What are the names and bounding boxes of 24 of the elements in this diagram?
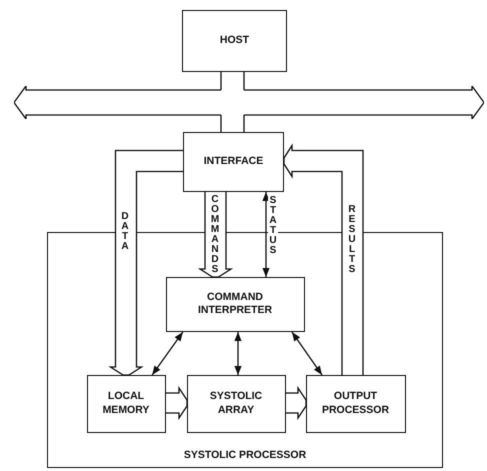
process-box (186, 374, 286, 432)
arrow (152, 332, 184, 376)
wide-connector (220, 72, 245, 90)
edge-label: STATUS (268, 196, 278, 256)
container-box (47, 232, 443, 468)
process-box (182, 10, 287, 72)
process-box (166, 276, 304, 332)
box-label: OUTPUT PROCESSOR (320, 390, 390, 417)
arrow (291, 332, 323, 376)
arrow (234, 332, 242, 375)
process-box (86, 374, 166, 432)
edge-label: DATA (120, 212, 130, 252)
box-label: COMMAND INTERPRETER (196, 290, 274, 318)
edge-label: RESULTS (347, 205, 357, 275)
box-label: LOCAL MEMORY (102, 390, 150, 417)
box-label: HOST (220, 34, 250, 48)
box-label: SYSTOLIC PROCESSOR (182, 449, 308, 461)
arrow (262, 192, 270, 277)
process-box (306, 374, 406, 432)
wide-connector (220, 115, 245, 132)
edge-label: COMMANDS (210, 195, 220, 275)
process-box (183, 132, 284, 192)
box-label: INTERFACE (204, 155, 264, 169)
box-label: SYSTOLIC ARRAY (208, 390, 264, 417)
